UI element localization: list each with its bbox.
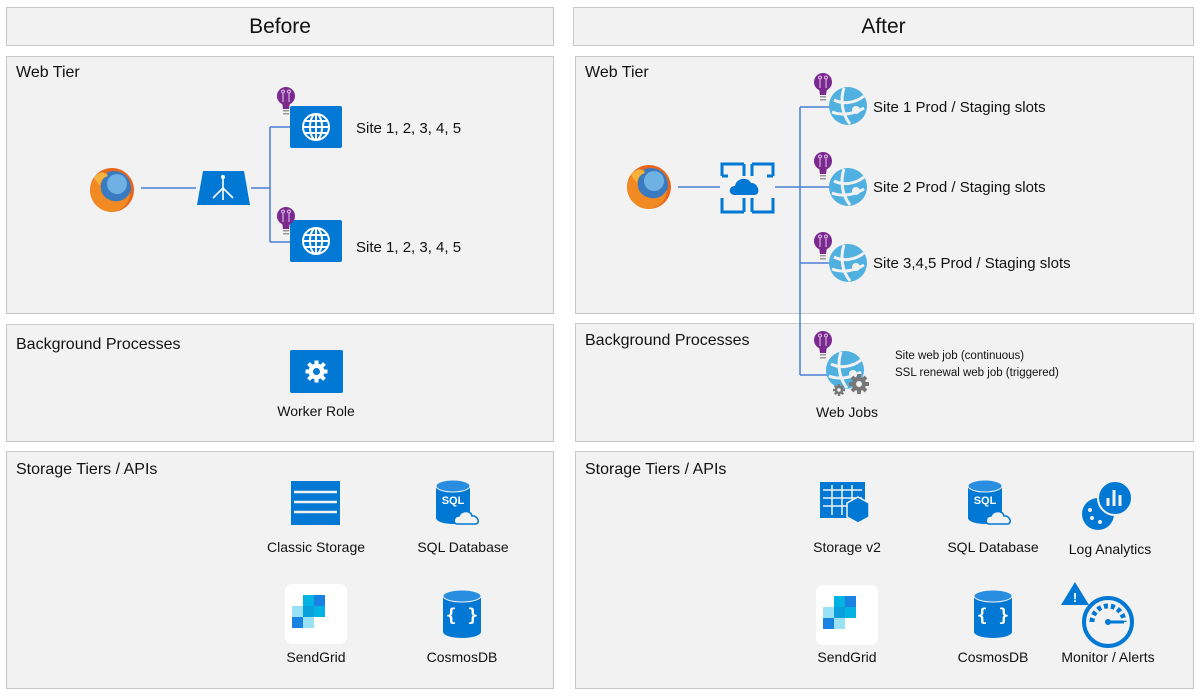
app-insights-icon: [813, 72, 833, 101]
web-jobs-icon: [824, 349, 871, 398]
after-connectors: [678, 106, 830, 376]
storage-label: CosmosDB: [426, 649, 498, 665]
sql-database-icon: [435, 479, 480, 525]
storage-label: Monitor / Alerts: [1061, 649, 1155, 665]
storage-v2-icon: [820, 482, 870, 524]
web-jobs-label: Web Jobs: [816, 404, 878, 420]
storage-label: Storage v2: [813, 539, 881, 555]
sendgrid-icon: [285, 584, 347, 644]
after-background-panel: Background Processes: [575, 323, 1194, 442]
sql-database-icon: [967, 479, 1012, 525]
storage-label: CosmosDB: [957, 649, 1029, 665]
app-insights-icon: [813, 151, 833, 180]
panel-title: Web Tier: [16, 64, 80, 81]
before-title: Before: [249, 14, 311, 38]
site-label: Site 2 Prod / Staging slots: [873, 179, 1046, 196]
storage-label: Log Analytics: [1068, 541, 1152, 557]
cloud-service-web-role-icon: [289, 105, 343, 149]
storage-label: SQL Database: [947, 539, 1039, 555]
load-balancer-icon: [197, 171, 250, 205]
web-job-description: SSL renewal web job (triggered): [895, 367, 1059, 379]
site-label: Site 3,4,5 Prod / Staging slots: [873, 255, 1071, 272]
after-header: After: [573, 7, 1194, 46]
web-app-icon: [827, 166, 869, 208]
firefox-browser-icon: [90, 168, 134, 212]
sendgrid-icon: [816, 585, 878, 645]
worker-role-icon: [290, 350, 343, 393]
site-label: Site 1 Prod / Staging slots: [873, 99, 1046, 116]
storage-label: SQL Database: [417, 539, 509, 555]
app-insights-icon: [813, 330, 833, 359]
svg-text:!: !: [1073, 590, 1077, 605]
panel-title: Web Tier: [585, 64, 649, 81]
panel-title: Background Processes: [16, 336, 181, 353]
panel-title: Storage Tiers / APIs: [585, 461, 727, 478]
after-title: After: [861, 14, 906, 38]
web-job-description: Site web job (continuous): [895, 350, 1025, 362]
classic-storage-icon: [291, 481, 340, 525]
storage-label: SendGrid: [817, 649, 877, 665]
panel-title: Storage Tiers / APIs: [16, 461, 158, 478]
web-app-icon: [827, 242, 869, 284]
after-storage-panel: Storage Tiers / APIs: [575, 451, 1194, 689]
worker-role-label: Worker Role: [277, 403, 355, 419]
log-analytics-icon: [1082, 480, 1133, 530]
after-web-tier-panel: Web Tier: [575, 56, 1194, 314]
web-app-icon: [827, 85, 869, 127]
cosmosdb-icon: [442, 589, 482, 639]
firefox-browser-icon: [627, 165, 671, 209]
storage-label: SendGrid: [286, 649, 346, 665]
before-background-panel: Background Processes: [6, 324, 554, 442]
panel-title: Background Processes: [585, 332, 750, 349]
cloud-service-web-role-icon: [289, 219, 343, 263]
site-label: Site 1, 2, 3, 4, 5: [356, 120, 462, 137]
before-connectors: [141, 126, 290, 243]
monitor-alerts-icon: !: [1061, 582, 1134, 648]
app-service-icon: [720, 162, 775, 214]
app-insights-icon: [813, 231, 833, 260]
cosmosdb-icon: [973, 589, 1013, 639]
before-header: Before: [6, 7, 554, 46]
site-label: Site 1, 2, 3, 4, 5: [356, 239, 462, 256]
storage-label: Classic Storage: [266, 539, 366, 555]
